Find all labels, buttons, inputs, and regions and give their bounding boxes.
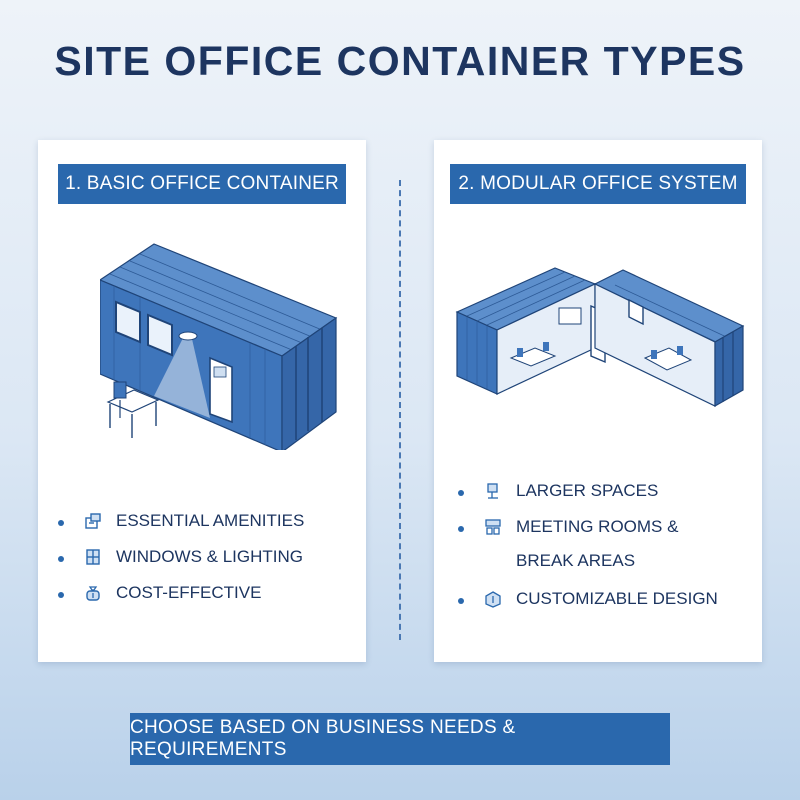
bullet-dot <box>458 490 464 496</box>
bullet-dot <box>58 556 64 562</box>
basic-office-header: 1. BASIC OFFICE CONTAINER <box>58 164 346 204</box>
list-item: CUSTOMIZABLE DESIGN <box>458 589 718 626</box>
modular-office-features: LARGER SPACES MEETING ROOMS & BREAK AREA… <box>458 481 718 626</box>
meeting-room-icon <box>485 519 501 535</box>
list-item: MEETING ROOMS & BREAK AREAS <box>458 517 718 590</box>
bullet-dot <box>58 592 64 598</box>
basic-container-illustration <box>100 243 338 450</box>
window-icon <box>86 549 100 565</box>
feature-label-line2: BREAK AREAS <box>516 551 636 570</box>
design-icon <box>485 591 501 608</box>
list-item: ESSENTIAL AMENITIES <box>58 511 304 548</box>
expand-icon <box>487 483 498 499</box>
footer-banner: CHOOSE BASED ON BUSINESS NEEDS & REQUIRE… <box>130 713 670 765</box>
bullet-dot <box>458 598 464 604</box>
bullet-dot <box>458 526 464 532</box>
feature-label: LARGER SPACES <box>516 481 659 500</box>
feature-label: WINDOWS & LIGHTING <box>116 547 303 566</box>
list-item: COST-EFFECTIVE <box>58 583 304 620</box>
feature-label: COST-EFFECTIVE <box>116 583 262 602</box>
basic-office-features: ESSENTIAL AMENITIES WINDOWS & LIGHTING C… <box>58 511 304 620</box>
amenities-icon <box>85 513 101 529</box>
modular-office-header: 2. MODULAR OFFICE SYSTEM <box>450 164 746 204</box>
money-bag-icon <box>86 586 100 601</box>
list-item: LARGER SPACES <box>458 481 718 518</box>
bullet-dot <box>58 520 64 526</box>
feature-label-line1: MEETING ROOMS & <box>516 517 679 536</box>
center-divider <box>399 180 401 640</box>
feature-label: ESSENTIAL AMENITIES <box>116 511 305 530</box>
list-item: WINDOWS & LIGHTING <box>58 547 304 584</box>
modular-container-illustration <box>455 267 745 408</box>
feature-label-group: MEETING ROOMS & BREAK AREAS <box>516 510 678 578</box>
page-title: SITE OFFICE CONTAINER TYPES <box>54 38 746 84</box>
feature-label: CUSTOMIZABLE DESIGN <box>516 589 718 608</box>
